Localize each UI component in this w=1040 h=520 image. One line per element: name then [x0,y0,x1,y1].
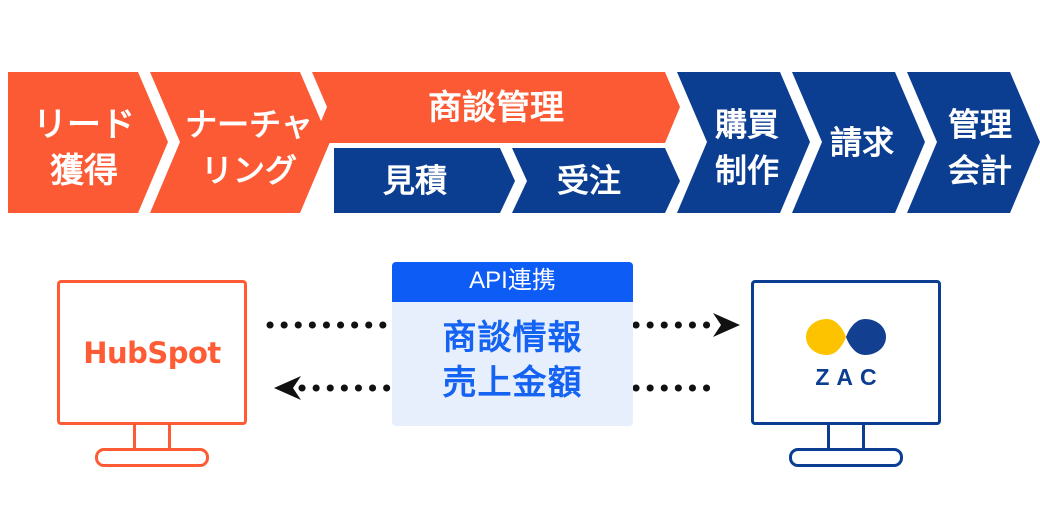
zac-logo-text: ZAC [815,364,884,390]
monitor-base [789,448,903,467]
process-stage-management-accounting[interactable]: 管理 会計 [907,72,1040,213]
monitor-base [95,448,209,467]
process-stage-deal-management[interactable]: 商談管理 [312,72,680,143]
stage-lead-label-line2: 獲得 [50,152,118,190]
stage-nurturing-label-line1: ナーチャ [185,106,313,142]
process-flow-band: リード 獲得 ナーチャ リング 商談管理 見積 受注 購買 制作 [0,0,1040,240]
stage-accounting-label-line2: 会計 [948,152,1012,188]
substage-quotation-label: 見積 [383,162,447,198]
stage-accounting-label-line1: 管理 [948,106,1012,142]
process-substage-quotation[interactable]: 見積 [334,148,515,213]
process-substage-order[interactable]: 受注 [512,148,680,213]
arrow-layer [266,313,740,400]
process-stage-billing[interactable]: 請求 [792,72,925,213]
stage-nurturing-label-line2: リング [201,152,297,188]
monitor-neck [827,425,865,451]
integration-diagram: HubSpot ZAC API連携 商談情報 売上金額 [0,240,1040,520]
api-panel-body: 商談情報 売上金額 [392,302,633,426]
stage-billing-label: 請求 [830,124,894,160]
api-item-sales-amount: 売上金額 [442,364,583,403]
monitor-screen [751,280,941,425]
monitor-screen [57,280,247,425]
api-panel-header: API連携 [392,262,633,303]
stage-deal-management-label: 商談管理 [428,89,564,127]
zac-infinity-icon [806,319,886,355]
substage-order-label: 受注 [557,162,621,198]
zac-screen-content: ZAC [751,280,941,425]
arrow-hubspot-to-zac [266,313,740,337]
monitor-neck [133,425,171,451]
stage-purchase-label-line1: 購買 [715,106,779,142]
api-item-deal-info: 商談情報 [442,319,583,358]
arrow-zac-to-hubspot [274,376,724,400]
stage-purchase-label-line2: 制作 [715,152,779,188]
process-stage-purchase-production[interactable]: 購買 制作 [677,72,810,213]
api-integration-panel[interactable]: API連携 商談情報 売上金額 [392,262,633,427]
process-stage-nurturing[interactable]: ナーチャ リング [150,72,330,213]
process-stage-lead[interactable]: リード 獲得 [8,72,168,213]
hubspot-logo: HubSpot [83,335,221,370]
stage-lead-label-line1: リード [33,106,135,144]
hubspot-screen-content: HubSpot [57,280,247,425]
